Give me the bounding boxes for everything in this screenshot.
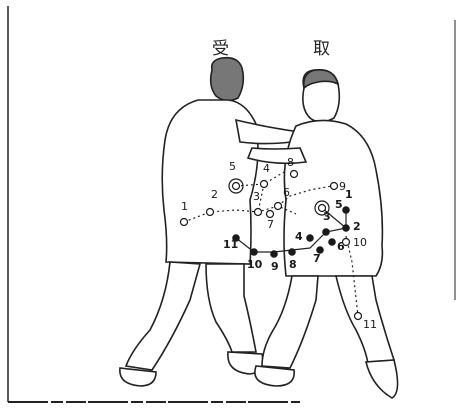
uke-head [211,58,244,101]
uke-point-label: 4 [263,162,270,175]
tori-point-marker [323,229,329,235]
tori-right-foot [366,360,398,398]
tori-left-leg [262,276,318,368]
tori-left-foot [255,366,294,386]
uke-far-point-label: 10 [353,236,367,249]
uke-point-label: 1 [181,200,188,213]
tori-point-label: 3 [323,210,331,223]
tori-point-marker [251,249,257,255]
tori-point-label: 1 [345,188,353,201]
uke-right-leg [206,264,256,352]
uke-point-marker [207,209,214,216]
uke-point-label: 8 [287,156,294,169]
uke-point-marker [233,183,240,190]
tori-label: 取 [313,34,331,59]
uke-left-leg [126,262,200,370]
uke-far-point-label: 11 [363,318,377,331]
tori-point-label: 7 [313,252,321,265]
uke-point-marker [267,211,274,218]
uke-point-marker [255,209,262,216]
tori-point-label: 11 [223,238,238,251]
tori-point-label: 10 [247,258,263,271]
uke-far-point-marker [355,313,362,320]
tori-point-label: 9 [271,260,279,273]
uke-far-point-marker [343,239,350,246]
tori-point-label: 2 [353,220,361,233]
tori-point-marker [307,235,313,241]
uke-point-marker [261,181,268,188]
tori-point-marker [329,239,335,245]
uke-left-foot [120,368,156,386]
uke-point-marker [181,219,188,226]
uke-point-label: 3 [253,190,260,203]
uke-point-label: 6 [283,186,290,199]
tori-point-label: 5 [335,198,343,211]
tori-point-marker [289,249,295,255]
tori-point-marker [319,205,326,212]
uke-point-marker [331,183,338,190]
tori-point-marker [343,207,349,213]
tori-point-label: 8 [289,258,297,271]
uke-label: 受 [212,34,230,59]
uke-point-label: 2 [211,188,218,201]
uke-point-marker [291,171,298,178]
uke-point-label: 5 [229,160,236,173]
tori-point-marker [343,225,349,231]
tori-point-marker [271,251,277,257]
tori-jacket [284,120,382,276]
uke-point-label: 7 [267,218,274,231]
uke-point-marker [275,203,282,210]
tori-point-label: 4 [295,230,303,243]
